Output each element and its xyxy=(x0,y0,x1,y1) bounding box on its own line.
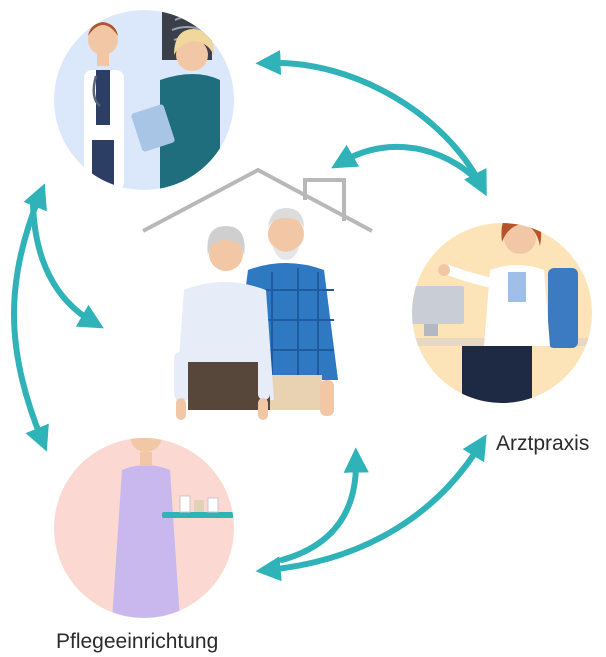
tray-icon xyxy=(162,512,234,518)
arrow-care-to-center xyxy=(279,447,369,563)
arrow-practice-to-center xyxy=(331,143,476,179)
care-facility-label: Pflegeeinrichtung xyxy=(56,630,219,653)
care-facility-illustration xyxy=(54,438,234,618)
hospital-illustration xyxy=(54,10,234,190)
monitor-icon xyxy=(412,286,464,324)
clipboard-icon xyxy=(131,104,175,152)
practice-label: Arztpraxis xyxy=(496,432,590,455)
seniors-illustration xyxy=(174,208,338,420)
connection-arrows xyxy=(11,49,487,582)
house-outline xyxy=(142,167,373,233)
arrow-care-practice xyxy=(255,434,487,582)
arrow-hospital-to-center xyxy=(30,202,104,329)
practice-illustration xyxy=(412,223,592,403)
arrow-hospital-practice xyxy=(255,49,487,197)
arrow-hospital-care xyxy=(11,183,49,452)
